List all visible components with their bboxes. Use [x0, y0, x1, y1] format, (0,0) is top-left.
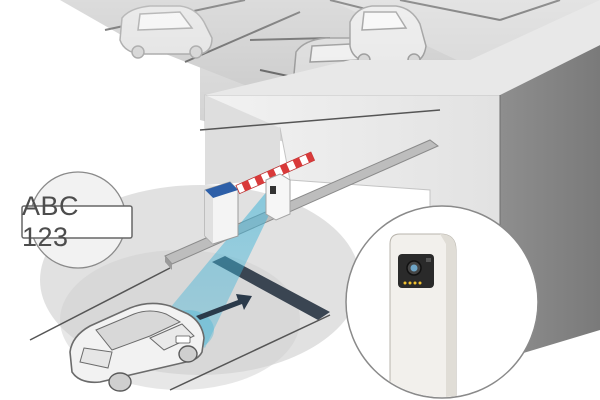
plate-callout	[21, 171, 133, 269]
camera-inset	[345, 205, 539, 399]
license-plate-icon	[175, 335, 191, 344]
camera-icon	[398, 254, 434, 288]
license-plate-frame	[21, 205, 133, 239]
license-plate-text: ABC 123	[22, 191, 80, 252]
direction-arrow-icon	[196, 294, 252, 320]
car-icon	[69, 302, 205, 392]
barrier-gate-icon	[204, 151, 316, 245]
camera-lens-icon	[270, 186, 276, 194]
